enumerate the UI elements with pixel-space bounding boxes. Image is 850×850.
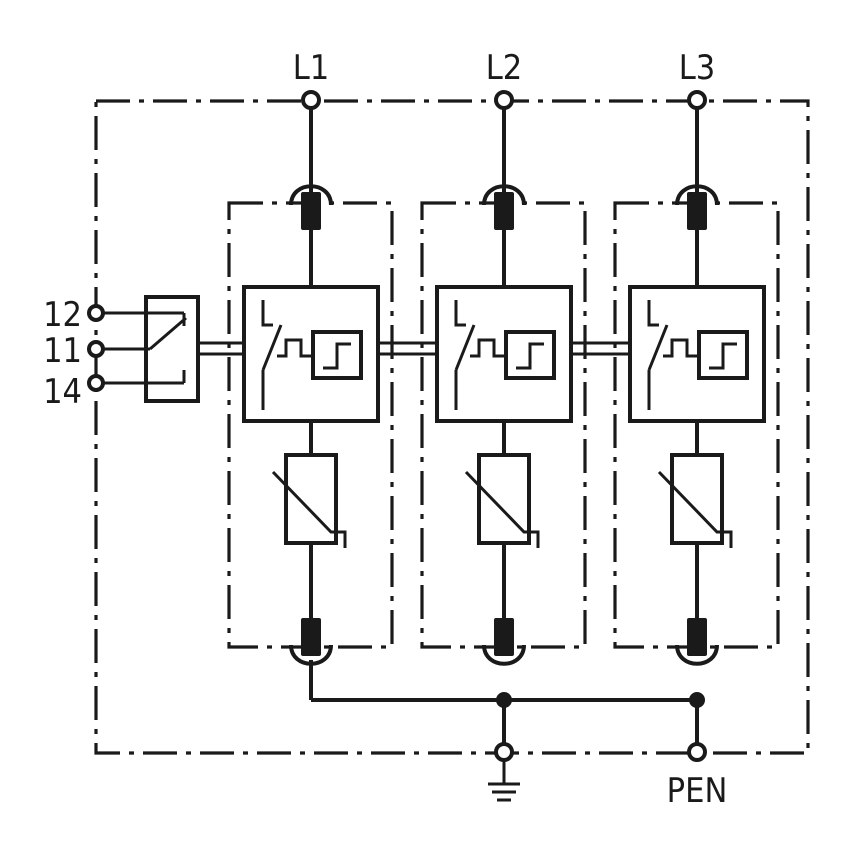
pulse-trace xyxy=(470,338,506,358)
status-indicator-box xyxy=(697,330,749,380)
bottom-plug-contact xyxy=(494,618,514,656)
top-plug-arch xyxy=(675,184,719,206)
module-l3 xyxy=(613,90,780,666)
pen-terminal xyxy=(687,742,707,762)
phase-label-l2: L2 xyxy=(486,48,523,88)
top-plug-arch xyxy=(482,184,526,206)
contact-switch-blade xyxy=(149,316,187,351)
phase-label-l3: L3 xyxy=(679,48,716,88)
pulse-trace xyxy=(663,338,699,358)
top-plug-arch xyxy=(289,184,333,206)
varistor-symbol xyxy=(657,470,733,548)
contact-14-terminal xyxy=(87,374,105,392)
bottom-plug-arch xyxy=(482,644,526,666)
contact-11-label: 11 xyxy=(43,331,82,371)
switch-symbol xyxy=(261,300,273,327)
phase-label-l1: L1 xyxy=(293,48,330,88)
switch-blade xyxy=(261,324,283,371)
switch-blade xyxy=(647,324,669,371)
phase-terminal xyxy=(687,90,707,110)
switch-symbol xyxy=(647,300,659,327)
earth-ground-icon xyxy=(488,760,520,802)
top-plug-contact xyxy=(494,192,514,230)
phase-terminal xyxy=(494,90,514,110)
varistor-symbol xyxy=(464,470,540,548)
bottom-plug-contact xyxy=(687,618,707,656)
top-plug-contact xyxy=(301,192,321,230)
status-indicator-step xyxy=(323,342,351,370)
contact-12-label: 12 xyxy=(43,295,82,335)
phase-terminal xyxy=(301,90,321,110)
switch-blade xyxy=(454,324,476,371)
contact-12-terminal xyxy=(87,304,105,322)
housing-outline xyxy=(94,99,810,755)
earth-terminal xyxy=(494,742,514,762)
contact-14-label: 14 xyxy=(43,372,82,412)
module-l1 xyxy=(227,90,394,666)
remote-contact: 12 11 14 xyxy=(43,295,200,412)
pe-bus xyxy=(309,660,707,762)
module-l2 xyxy=(420,90,587,666)
switch-symbol xyxy=(454,300,466,327)
status-indicator-step xyxy=(709,342,737,370)
pulse-trace xyxy=(277,338,313,358)
top-plug-contact xyxy=(687,192,707,230)
bottom-plug-contact xyxy=(301,618,321,656)
contact-11-terminal xyxy=(87,340,105,358)
pen-label: PEN xyxy=(667,771,728,811)
bottom-plug-arch xyxy=(675,644,719,666)
varistor-symbol xyxy=(271,470,347,548)
status-indicator-step xyxy=(516,342,544,370)
phase-terminals: L1 L2 L3 xyxy=(293,48,716,88)
